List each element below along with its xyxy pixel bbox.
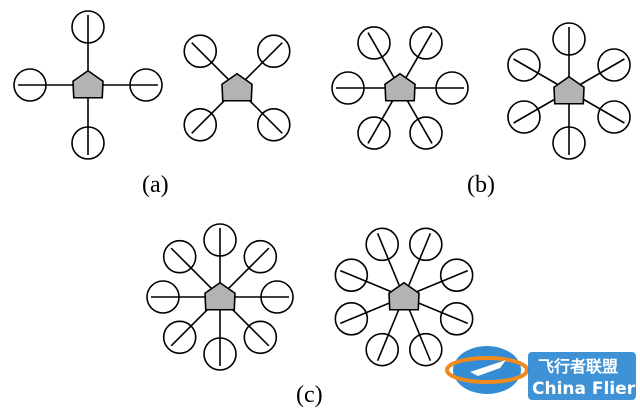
watermark-en-text: China Flier <box>532 379 636 399</box>
rotor-circle <box>507 100 541 134</box>
rotor-circle <box>129 68 163 102</box>
rotor-circle <box>146 280 180 314</box>
rotor-circle <box>334 258 369 292</box>
hexarotor-x-diagram <box>331 26 469 150</box>
rotor-circle <box>552 126 586 160</box>
rotor-circle <box>71 126 105 160</box>
rotor-circle <box>203 223 237 257</box>
caption-a: (a) <box>142 172 169 198</box>
watermark-text-backdrop <box>528 352 636 400</box>
drone-diagrams <box>13 10 631 371</box>
quadrotor-x-diagram <box>183 34 291 142</box>
rotor-circle <box>243 239 278 274</box>
watermark-plane-icon <box>470 360 506 376</box>
rotor-circle <box>439 258 474 292</box>
rotor-circle <box>13 68 47 102</box>
rotor-circle <box>203 337 237 371</box>
hexarotor-plus-diagram <box>507 22 631 160</box>
rotor-circle <box>365 332 399 367</box>
rotor-circle <box>409 26 443 60</box>
rotor-circle <box>435 71 469 105</box>
rotor-circle <box>162 239 197 274</box>
hub-pentagon <box>204 281 236 311</box>
hub-pentagon <box>388 281 420 311</box>
rotor-circle <box>439 302 474 336</box>
octorotor-plus-diagram <box>146 223 294 371</box>
quadrotor-plus-diagram <box>13 10 163 160</box>
watermark-cn-text: 飞行者联盟 <box>538 357 618 376</box>
watermark-logo: 飞行者联盟 China Flier <box>445 346 636 400</box>
rotor-circle <box>162 320 197 355</box>
rotor-circle <box>256 34 291 69</box>
rotor-circle <box>183 34 218 69</box>
rotor-circle <box>597 100 631 134</box>
watermark-orbit-icon <box>445 356 529 384</box>
rotor-circle <box>552 22 586 56</box>
rotor-circle <box>357 116 391 150</box>
rotor-circle <box>357 26 391 60</box>
rotor-circle <box>507 48 541 82</box>
rotor-circle <box>597 48 631 82</box>
rotor-circle <box>409 332 443 367</box>
rotor-circle <box>365 227 399 262</box>
rotor-circle <box>409 227 443 262</box>
hub-pentagon <box>384 72 416 102</box>
rotor-circle <box>183 107 218 142</box>
hub-pentagon <box>72 69 104 99</box>
rotor-circle <box>256 107 291 142</box>
hub-pentagon <box>553 75 585 105</box>
caption-b: (b) <box>467 172 495 198</box>
caption-c: (c) <box>296 382 323 408</box>
rotor-circle <box>331 71 365 105</box>
octorotor-x-diagram <box>334 227 474 367</box>
rotor-circle <box>334 302 369 336</box>
rotor-circle <box>71 10 105 44</box>
rotor-circle <box>243 320 278 355</box>
hub-pentagon <box>221 72 253 102</box>
rotor-circle <box>409 116 443 150</box>
rotor-circle <box>260 280 294 314</box>
